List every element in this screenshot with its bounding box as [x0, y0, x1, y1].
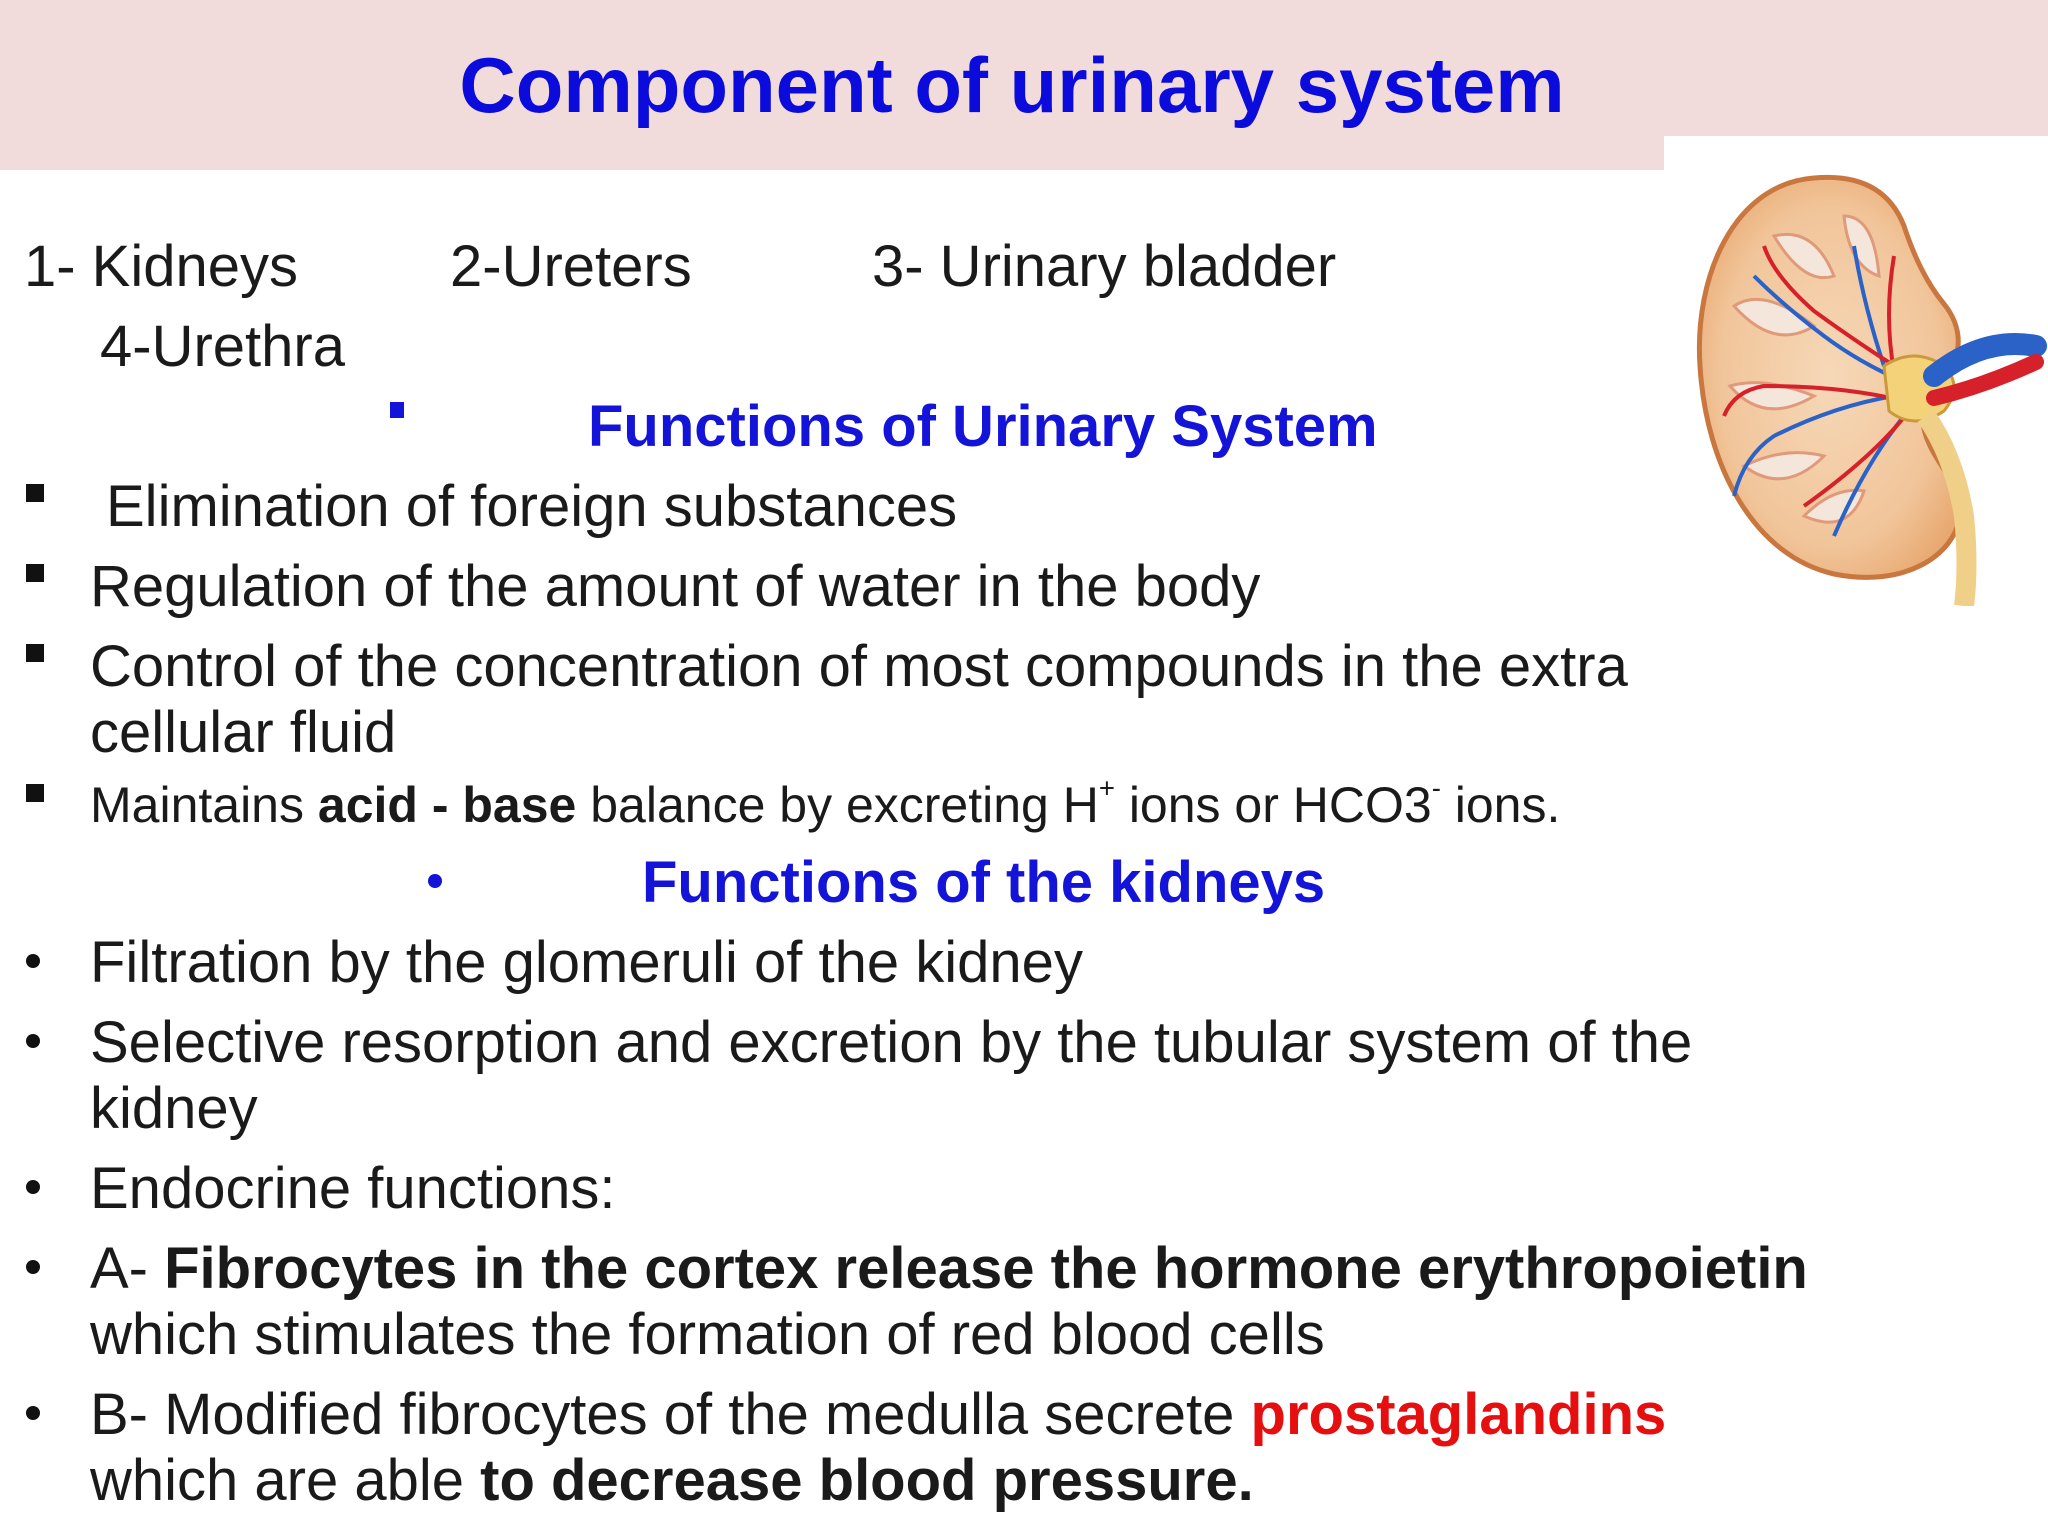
kidney-illustration [1664, 136, 2048, 608]
list-item: Filtration by the glomeruli of the kidne… [90, 930, 1083, 995]
list-item: Endocrine functions: [90, 1156, 616, 1221]
bullet-dot [26, 1034, 40, 1048]
component-kidneys: 1- Kidneys [24, 234, 299, 299]
bullet-square [26, 564, 44, 582]
bullet-dot [26, 1180, 40, 1194]
page-title: Component of urinary system [459, 41, 1565, 129]
list-item: Elimination of foreign substances [106, 474, 958, 539]
kidney-cross-section-icon [1696, 174, 2047, 608]
heading-bullet-square [390, 402, 404, 418]
bullet-dot [26, 1260, 40, 1274]
component-urinary-bladder: 3- Urinary bladder [872, 234, 1337, 299]
list-item-acid-base: Maintains acid - base balance by excreti… [90, 772, 1561, 833]
bullet-square [26, 484, 44, 502]
list-item: Selective resorption and excretion by th… [90, 1010, 1693, 1075]
list-item: Control of the concentration of most com… [90, 634, 1628, 699]
list-item-continuation: which stimulates the formation of red bl… [90, 1302, 1325, 1367]
list-item: Regulation of the amount of water in the… [90, 554, 1261, 619]
bullet-dot [26, 1406, 40, 1420]
list-item-continuation: cellular fluid [90, 700, 397, 765]
list-item-continuation: kidney [90, 1076, 258, 1141]
bullet-square [26, 644, 44, 662]
bullet-dot [26, 954, 40, 968]
component-ureters: 2-Ureters [450, 234, 692, 299]
urinary-functions-heading: Functions of Urinary System [588, 394, 1378, 459]
list-item-prostaglandins: B- Modified fibrocytes of the medulla se… [90, 1382, 1667, 1447]
bullet-square [26, 784, 44, 802]
component-urethra: 4-Urethra [100, 314, 345, 379]
list-item-continuation: which are able to decrease blood pressur… [90, 1448, 1254, 1513]
heading-bullet-dot [428, 874, 442, 888]
kidney-functions-heading: Functions of the kidneys [642, 850, 1326, 915]
list-item-erythropoietin: A- Fibrocytes in the cortex release the … [90, 1236, 1808, 1301]
